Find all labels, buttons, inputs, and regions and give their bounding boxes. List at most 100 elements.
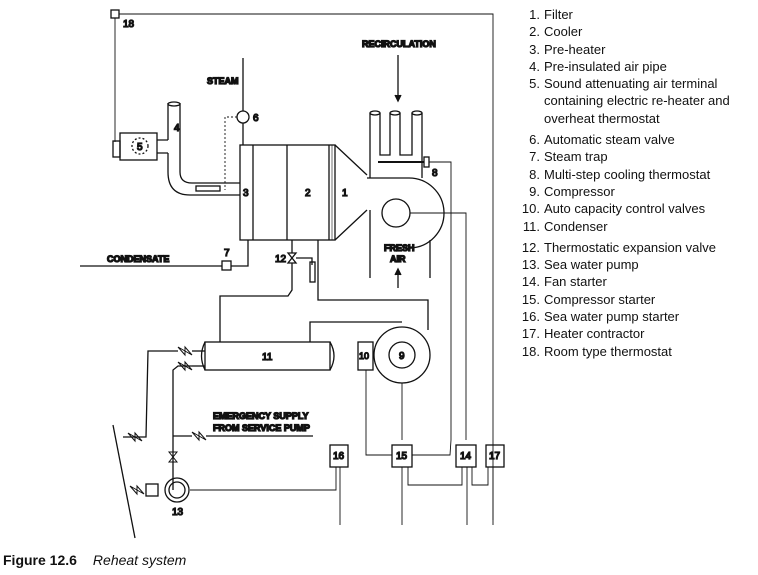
hull-line xyxy=(112,424,136,539)
legend-text: Room type thermostat xyxy=(544,343,672,359)
label-2: 2 xyxy=(305,188,311,199)
legend-number: 4. xyxy=(529,58,540,74)
label-condensate: CONDENSATE xyxy=(107,254,169,264)
legend-text: Filter xyxy=(544,7,573,22)
label-fresh: FRESH xyxy=(384,243,415,253)
steam-valve-6 xyxy=(236,110,250,124)
fan-housing xyxy=(367,177,445,278)
label-8: 8 xyxy=(432,168,438,179)
legend-text: Sea water pump xyxy=(544,257,639,273)
legend-text: Heater contractor xyxy=(544,326,645,342)
label-emergency-2: FROM SERVICE PUMP xyxy=(213,423,310,433)
legend-item: 6.Automatic steam valve xyxy=(521,131,756,148)
label-9: 9 xyxy=(399,351,405,362)
figure-title: Reheat system xyxy=(92,552,187,568)
fan-starter-14 xyxy=(455,444,477,468)
legend-number: 15. xyxy=(521,291,540,307)
legend-item: 15.Compressor starter xyxy=(521,291,756,308)
legend-number: 5. xyxy=(529,76,540,92)
legend-text: Compressor xyxy=(544,183,615,199)
legend-number: 17. xyxy=(521,326,540,342)
legend-item: 3.Pre-heater xyxy=(521,41,756,58)
legend-number: 7. xyxy=(529,149,540,165)
figure-number: Figure 12.6 xyxy=(3,552,77,568)
legend-item: 9.Compressor xyxy=(521,183,756,200)
legend-text: Sea water pump starter xyxy=(544,309,680,325)
legend-item: 11.Condenser xyxy=(521,218,756,235)
label-steam: STEAM xyxy=(207,76,239,86)
legend-number: 16. xyxy=(521,309,540,325)
legend-item: 17.Heater contractor xyxy=(521,325,756,342)
legend-text: Sound attenuating air terminal containin… xyxy=(544,76,730,126)
label-10: 10 xyxy=(359,351,369,361)
legend-item: 10.Auto capacity control valves xyxy=(521,200,756,217)
figure-caption: Figure 12.6 Reheat system xyxy=(3,552,186,568)
legend-item: 14.Fan starter xyxy=(521,273,756,290)
control-wire-18 xyxy=(119,13,494,520)
cooling-thermostat-8 xyxy=(423,156,430,168)
label-emergency-1: EMERGENCY SUPPLY xyxy=(213,411,309,421)
legend-number: 11. xyxy=(522,218,540,234)
legend-text: Condenser xyxy=(544,218,608,234)
label-14: 14 xyxy=(460,451,472,462)
label-6: 6 xyxy=(253,113,259,124)
label-15: 15 xyxy=(396,451,408,462)
legend-item: 7.Steam trap xyxy=(521,148,756,165)
label-17: 17 xyxy=(489,451,501,462)
legend-item: 18.Room type thermostat xyxy=(521,343,756,360)
legend-text: Steam trap xyxy=(544,149,608,165)
label-5: 5 xyxy=(137,142,143,153)
legend-text: Multi-step cooling thermostat xyxy=(544,166,711,182)
legend-item: 2.Cooler xyxy=(521,23,756,40)
legend-item: 8.Multi-step cooling thermostat xyxy=(521,166,756,183)
legend-item: 5.Sound attenuating air terminal contain… xyxy=(521,75,756,127)
legend-number: 18. xyxy=(521,343,540,359)
fan xyxy=(381,198,411,228)
legend-item: 4.Pre-insulated air pipe xyxy=(521,58,756,75)
label-recirculation: RECIRCULATION xyxy=(362,39,436,49)
label-18: 18 xyxy=(123,19,135,30)
heater-contractor-17 xyxy=(485,444,505,468)
label-12: 12 xyxy=(275,254,287,265)
legend-number: 9. xyxy=(529,183,540,199)
air-pipe-4 xyxy=(167,103,240,196)
legend-number: 8. xyxy=(529,166,540,182)
label-4: 4 xyxy=(174,123,180,134)
legend-number: 2. xyxy=(529,24,540,40)
legend-number: 1. xyxy=(529,7,540,22)
legend-text: Fan starter xyxy=(544,274,607,290)
recirculation-ducts xyxy=(369,113,423,178)
capacity-control-valves-10 xyxy=(357,341,374,371)
legend-text: Cooler xyxy=(544,24,583,40)
legend-text: Pre-heater xyxy=(544,41,606,57)
legend-number: 13. xyxy=(521,257,540,273)
legend-text: Thermostatic expansion valve xyxy=(544,239,716,255)
legend-number: 3. xyxy=(529,41,540,57)
label-1: 1 xyxy=(342,188,348,199)
legend-text: Pre-insulated air pipe xyxy=(544,58,667,74)
sea-water-pump-starter-16 xyxy=(329,444,349,468)
legend-number: 6. xyxy=(529,132,540,148)
room-thermostat-18 xyxy=(110,9,120,19)
label-air: AIR xyxy=(390,254,406,264)
label-16: 16 xyxy=(333,451,345,462)
legend-item: 13.Sea water pump xyxy=(521,256,756,273)
legend-text: Auto capacity control valves xyxy=(544,201,706,217)
sea-water-pump-13 xyxy=(164,477,190,503)
legend-number: 12. xyxy=(521,239,540,255)
label-7: 7 xyxy=(224,248,230,259)
reheat-system-diagram: 18 RECIRCULATION STEAM 6 4 5 3 2 1 8 FRE… xyxy=(80,9,505,539)
legend-item: 16.Sea water pump starter xyxy=(521,308,756,325)
steam-trap-7 xyxy=(221,260,232,271)
legend-number: 14. xyxy=(521,274,540,290)
legend-item: 12.Thermostatic expansion valve xyxy=(521,239,756,256)
expansion-valve-12 xyxy=(286,252,298,264)
label-3: 3 xyxy=(243,188,249,199)
legend-text: Automatic steam valve xyxy=(544,132,675,148)
condenser-11 xyxy=(204,341,331,371)
legend-number: 10. xyxy=(521,201,540,217)
legend-item: 1. Filter xyxy=(521,6,756,23)
label-11: 11 xyxy=(262,352,273,363)
label-13: 13 xyxy=(172,507,184,518)
